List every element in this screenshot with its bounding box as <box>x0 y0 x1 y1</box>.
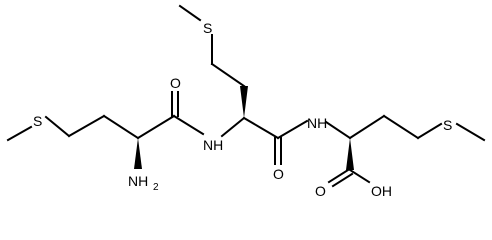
bond-s-ch3-mid <box>178 4 202 22</box>
bond-s-ch3-right <box>455 122 486 142</box>
wedge-calpha3-cooh <box>346 138 354 170</box>
carbonyl-oxygen-2: O <box>273 166 284 182</box>
amide-nh-label-1: NH <box>203 137 223 153</box>
bond-c1-nh1 <box>172 114 205 136</box>
bond-c3-oh <box>348 168 371 184</box>
sulfur-atom-top: S <box>203 20 212 36</box>
skeletal-formula: S S S NH 2 NH NH O O O OH <box>6 4 486 199</box>
amide-nh-label-2: NH <box>307 115 327 131</box>
bond-calpha2-c2 <box>242 116 280 140</box>
bond-c3-o3-a <box>327 168 350 184</box>
amine-nh2-subscript: 2 <box>153 182 159 193</box>
wedge-calpha1-nh2 <box>134 138 142 169</box>
bond-ch2-ch2-mid <box>210 62 246 88</box>
bond-ch3-s-left <box>6 125 33 142</box>
bond-nh1-calpha2 <box>220 116 246 138</box>
bond-c2-nh2 <box>276 119 309 140</box>
carbonyl-oxygen-1: O <box>170 75 181 91</box>
wedge-calpha2-ch2 <box>240 86 248 118</box>
sulfur-atom-right: S <box>443 117 452 133</box>
bond-ch2-ch2-right <box>382 114 420 140</box>
bond-calpha1-c1 <box>136 114 176 140</box>
bond-c3-o3-b <box>331 172 354 188</box>
bond-s-ch2-left <box>44 115 71 138</box>
molecule-structure: S S S NH 2 NH NH O O O OH <box>6 4 486 199</box>
bond-ch2-ch2-left <box>67 114 106 138</box>
amine-nh2-label: NH <box>128 173 148 189</box>
bond-nh2-calpha3 <box>324 120 352 140</box>
bond-ch2-s-right <box>416 122 443 140</box>
bond-ch2-calpha1 <box>102 114 140 140</box>
acid-carbonyl-oxygen: O <box>315 183 326 199</box>
bond-calpha3-ch2 <box>348 114 386 140</box>
acid-hydroxyl-label: OH <box>371 183 392 199</box>
sulfur-atom-left: S <box>33 113 42 129</box>
